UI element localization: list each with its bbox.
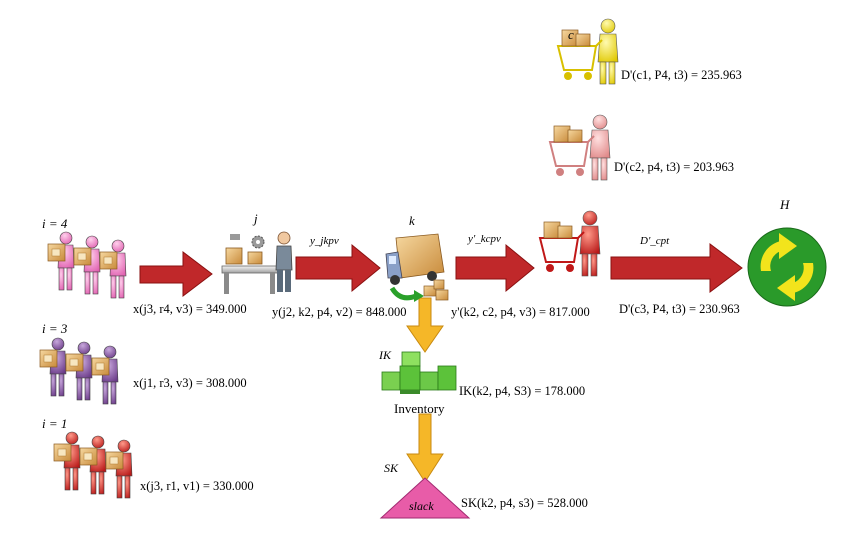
customer-cart-red: [538, 210, 601, 277]
customer-cart-yellow: [556, 18, 619, 85]
distribution-flow-value: y'(k2, c2, p4, v3) = 817.000: [451, 305, 590, 319]
inventory-value: IK(k2, p4, S3) = 178.000: [459, 384, 586, 398]
customer-c1-demand: D'(c1, P4, t3) = 235.963: [621, 68, 742, 82]
slack-value: SK(k2, p4, s3) = 528.000: [461, 496, 588, 510]
inventory-tag: IK: [379, 348, 391, 362]
supplier-i3-tag: i = 3: [42, 321, 68, 336]
customer-c3-demand: D'(c3, P4, t3) = 230.963: [619, 302, 740, 316]
plant-conveyor-icon: [221, 231, 293, 294]
customer-c-tag: c: [568, 27, 574, 42]
customer-cart-salmon: [548, 114, 611, 181]
supplier-group-i1: [53, 431, 133, 499]
inventory-caption: Inventory: [394, 401, 445, 416]
distribution-flow-label: y'_kcpv: [468, 233, 501, 245]
plant-tag: j: [254, 211, 258, 226]
flow-arrow-supplier-to-plant: [139, 250, 213, 298]
plant-flow-label: y_jkpv: [310, 235, 339, 247]
supplier-i4-flow-value: x(j3, r4, v3) = 349.000: [133, 302, 247, 316]
flow-arrow-dc-to-inventory: [406, 297, 444, 353]
slack-caption: slack: [409, 499, 434, 513]
flow-arrow-inventory-to-slack: [406, 413, 444, 483]
recovery-flow-label: D'_cpt: [640, 235, 670, 247]
supplier-group-i3: [39, 337, 119, 405]
flow-arrow-plant-to-dc: [295, 243, 381, 293]
supplier-group-i4: [47, 231, 127, 299]
distribution-tag: k: [409, 213, 415, 228]
customer-c2-demand: D'(c2, p4, t3) = 203.963: [614, 160, 735, 174]
distribution-truck-icon: [385, 233, 449, 302]
slack-tag: SK: [384, 461, 399, 475]
supplier-i3-flow-value: x(j1, r3, v3) = 308.000: [133, 376, 247, 390]
supplier-i1-tag: i = 1: [42, 416, 68, 431]
supplier-i1-flow-value: x(j3, r1, v1) = 330.000: [140, 479, 254, 493]
recycle-icon: [747, 227, 827, 307]
slack-triangle: [379, 477, 471, 519]
inventory-blocks-icon: [381, 351, 457, 394]
flow-arrow-customer-to-recovery: [610, 243, 743, 293]
supplier-i4-tag: i = 4: [42, 216, 68, 231]
flow-arrow-dc-to-customer: [455, 243, 535, 293]
plant-flow-value: y(j2, k2, p4, v2) = 848.000: [272, 305, 407, 319]
recovery-tag: H: [780, 197, 790, 212]
